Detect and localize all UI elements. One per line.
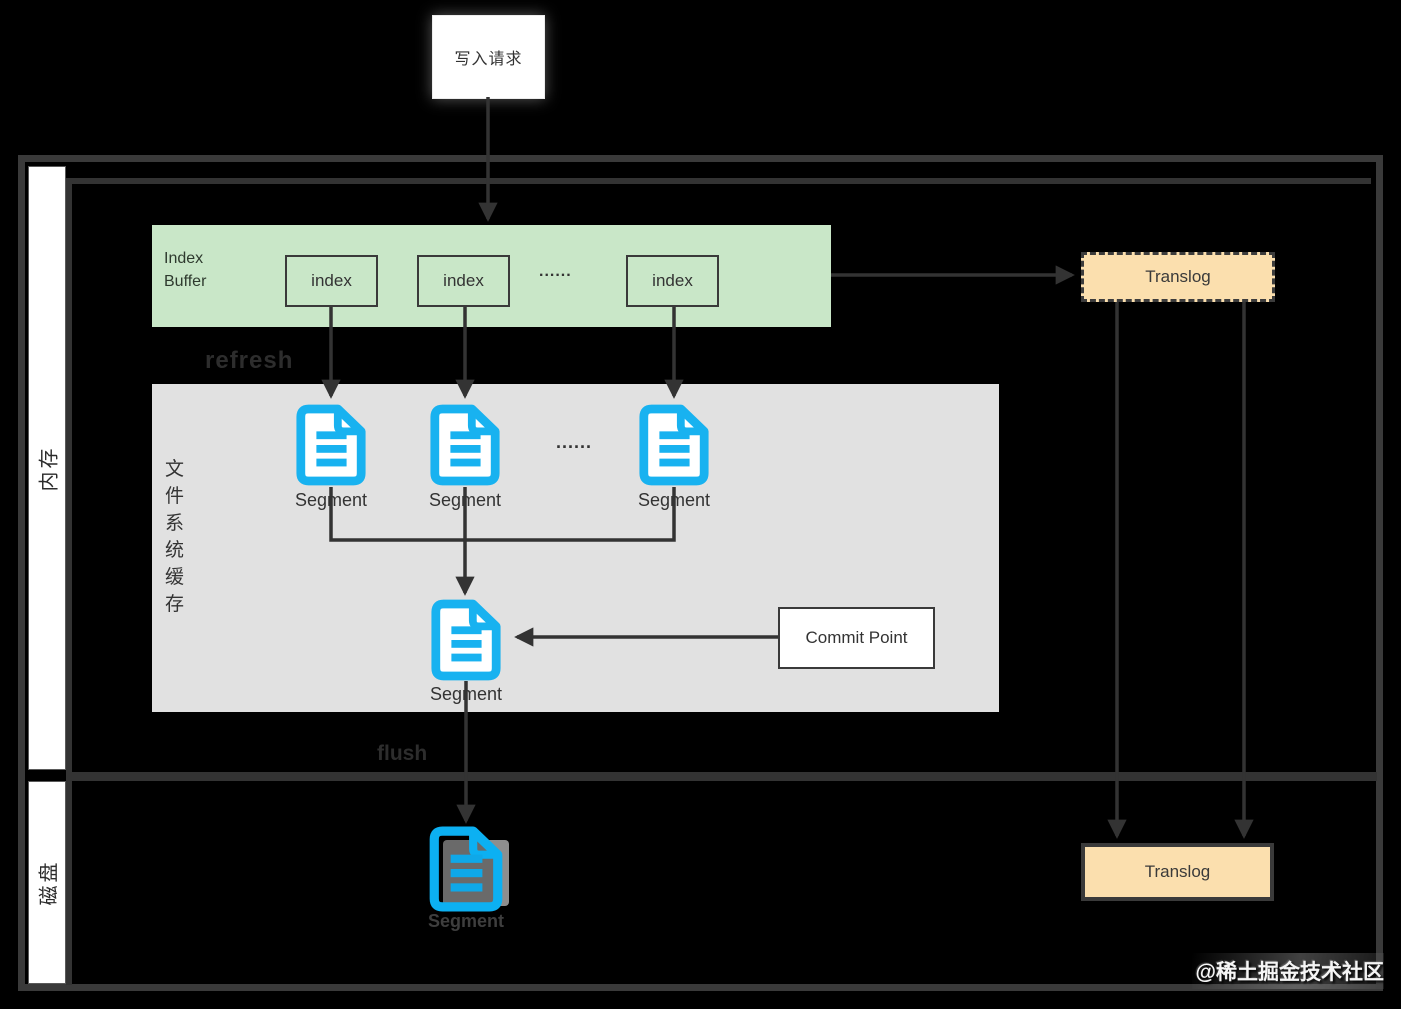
segment-icon-2 xyxy=(428,404,502,486)
segment-ellipsis: ...... xyxy=(556,432,593,452)
index-node-2-label: index xyxy=(443,271,484,290)
document-icon xyxy=(429,826,503,912)
index-node-1-label: index xyxy=(311,271,352,290)
write-request-label: 写入请求 xyxy=(454,51,523,68)
index-buffer-label: Index Buffer xyxy=(164,250,207,290)
segment-icon-3 xyxy=(637,404,711,486)
index-node-1: index xyxy=(285,255,378,307)
document-icon xyxy=(639,404,709,486)
index-node-2: index xyxy=(417,255,510,307)
refresh-dim-label: refresh xyxy=(205,347,294,374)
inner-left-border xyxy=(66,178,72,985)
segment-label-1: Segment xyxy=(294,490,368,510)
translog-memory-node: Translog xyxy=(1081,252,1275,302)
write-request-node: 写入请求 xyxy=(432,15,545,99)
index-node-3-label: index xyxy=(652,271,693,290)
disk-segment-icon xyxy=(427,826,509,912)
watermark-text: @稀土掘金技术社区 xyxy=(1195,961,1384,984)
memory-disk-divider xyxy=(66,772,1377,781)
disk-region-label-box: 磁盘 xyxy=(28,781,66,984)
index-ellipsis: ...... xyxy=(539,263,572,280)
document-icon xyxy=(431,599,501,681)
disk-segment-dim-label: Segment xyxy=(427,911,505,931)
filesystem-cache-label: 文件系统缓存 xyxy=(165,459,187,615)
watermark: @稀土掘金技术社区 xyxy=(1192,953,1384,989)
document-icon xyxy=(296,404,366,486)
commit-point-node: Commit Point xyxy=(778,607,935,669)
merged-segment-label: Segment xyxy=(429,684,503,704)
translog-memory-label: Translog xyxy=(1145,267,1211,286)
memory-region-top-border xyxy=(66,178,1371,184)
commit-point-label: Commit Point xyxy=(805,628,908,647)
flush-dim-label: flush xyxy=(377,742,428,765)
merged-segment-icon xyxy=(429,599,503,681)
segment-label-3: Segment xyxy=(637,490,711,510)
memory-region-label-box: 内存 xyxy=(28,166,66,770)
index-buffer-node: Index Buffer index index ...... index xyxy=(152,225,831,327)
outer-frame xyxy=(18,155,1383,991)
document-icon xyxy=(430,404,500,486)
index-node-3: index xyxy=(626,255,719,307)
disk-region-label: 磁盘 xyxy=(38,859,61,906)
translog-disk-label: Translog xyxy=(1144,862,1211,881)
segment-icon-1 xyxy=(294,404,368,486)
segment-label-2: Segment xyxy=(428,490,502,510)
translog-disk-node: Translog xyxy=(1081,843,1274,901)
memory-region-label: 内存 xyxy=(38,445,61,491)
